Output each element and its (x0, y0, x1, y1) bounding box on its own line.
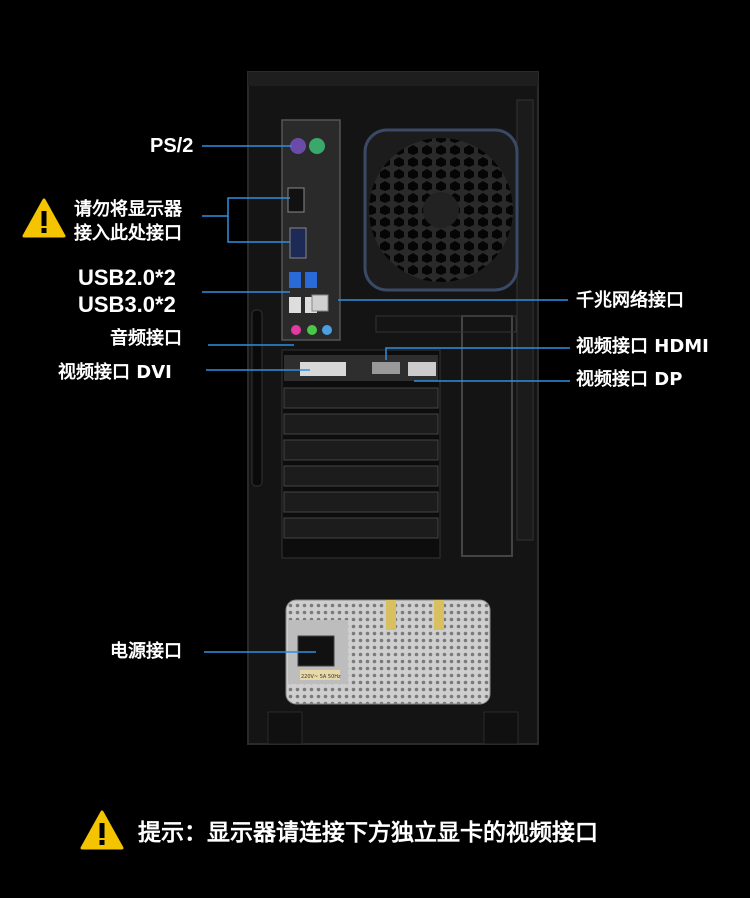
label-dvi: 视频接口 DVI (58, 362, 172, 383)
expansion-slots (281, 315, 517, 559)
pointer-lines (202, 145, 570, 653)
label-warning-line2: 接入此处接口 (74, 223, 182, 244)
label-usb3: USB3.0*2 (78, 292, 176, 317)
label-usb2: USB2.0*2 (78, 265, 176, 290)
label-ps2: PS/2 (150, 135, 194, 157)
label-dp: 视频接口 DP (576, 369, 683, 390)
io-shield (281, 119, 341, 341)
label-hdmi: 视频接口 HDMI (576, 336, 709, 357)
footer-note: 提示：显示器请连接下方独立显卡的视频接口 (80, 810, 598, 850)
footer-note-text: 提示：显示器请连接下方独立显卡的视频接口 (138, 820, 598, 846)
warning-triangle-icon (80, 810, 124, 850)
label-power: 电源接口 (110, 641, 182, 662)
rear-fan (363, 128, 519, 292)
power-supply: 220V~ 5A 50Hz (285, 599, 491, 705)
warning-triangle-icon (22, 198, 66, 238)
label-warning-line1: 请勿将显示器 (74, 199, 182, 220)
label-lan: 千兆网络接口 (576, 290, 684, 311)
psu-sticker: 220V~ 5A 50Hz (301, 674, 341, 680)
label-audio: 音频接口 (110, 328, 182, 349)
